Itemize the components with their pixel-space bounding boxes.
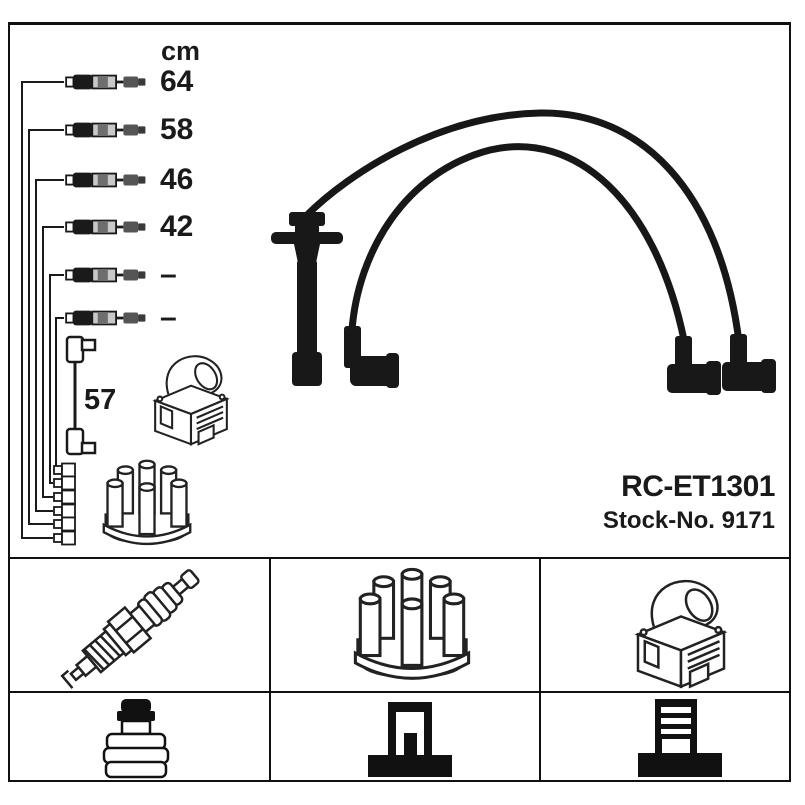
cable-length-1: 64: [160, 65, 194, 98]
cable-length-3: 46: [160, 163, 194, 196]
cable-inner: [348, 143, 688, 344]
cable-outer: [302, 109, 743, 346]
distributor-cap-icon: [353, 567, 471, 681]
pencil-boot: [271, 212, 343, 386]
cable-length-2: 58: [160, 113, 194, 146]
spark-plug-terminal-icon: [102, 699, 170, 779]
elbow-boot-right-2: [722, 334, 776, 393]
cable-length-5: –: [160, 258, 177, 291]
cable-set-photo: [271, 109, 776, 395]
coil-terminal-ribbed-icon: [638, 699, 722, 777]
cable-row-icons: [64, 73, 147, 327]
ignition-coil-icon: [636, 579, 726, 688]
elbow-boot-left: [344, 326, 399, 388]
distributor-cap-small-icon: [102, 459, 192, 546]
unit-label: cm: [161, 36, 201, 66]
legend-column-divider-2: [539, 557, 541, 782]
legend-top-divider: [8, 557, 791, 559]
cable-length-6: –: [160, 301, 177, 334]
stock-number: Stock-No. 9171: [602, 507, 775, 534]
cable-length-diagram: [21, 81, 64, 539]
part-number: RC-ET1301: [621, 470, 775, 503]
ignition-coil-small-icon: [154, 355, 228, 446]
legend-middle-divider: [8, 691, 791, 693]
coil-wire-icon: [65, 335, 97, 456]
cable-length-4: 42: [160, 210, 194, 243]
coil-wire-length: 57: [84, 384, 117, 416]
distributor-end-connectors: [53, 462, 76, 546]
legend-column-divider-1: [269, 557, 271, 782]
spark-plug-icon: [53, 558, 209, 699]
elbow-boot-right-1: [667, 336, 721, 395]
coil-terminal-icon: [368, 702, 452, 777]
